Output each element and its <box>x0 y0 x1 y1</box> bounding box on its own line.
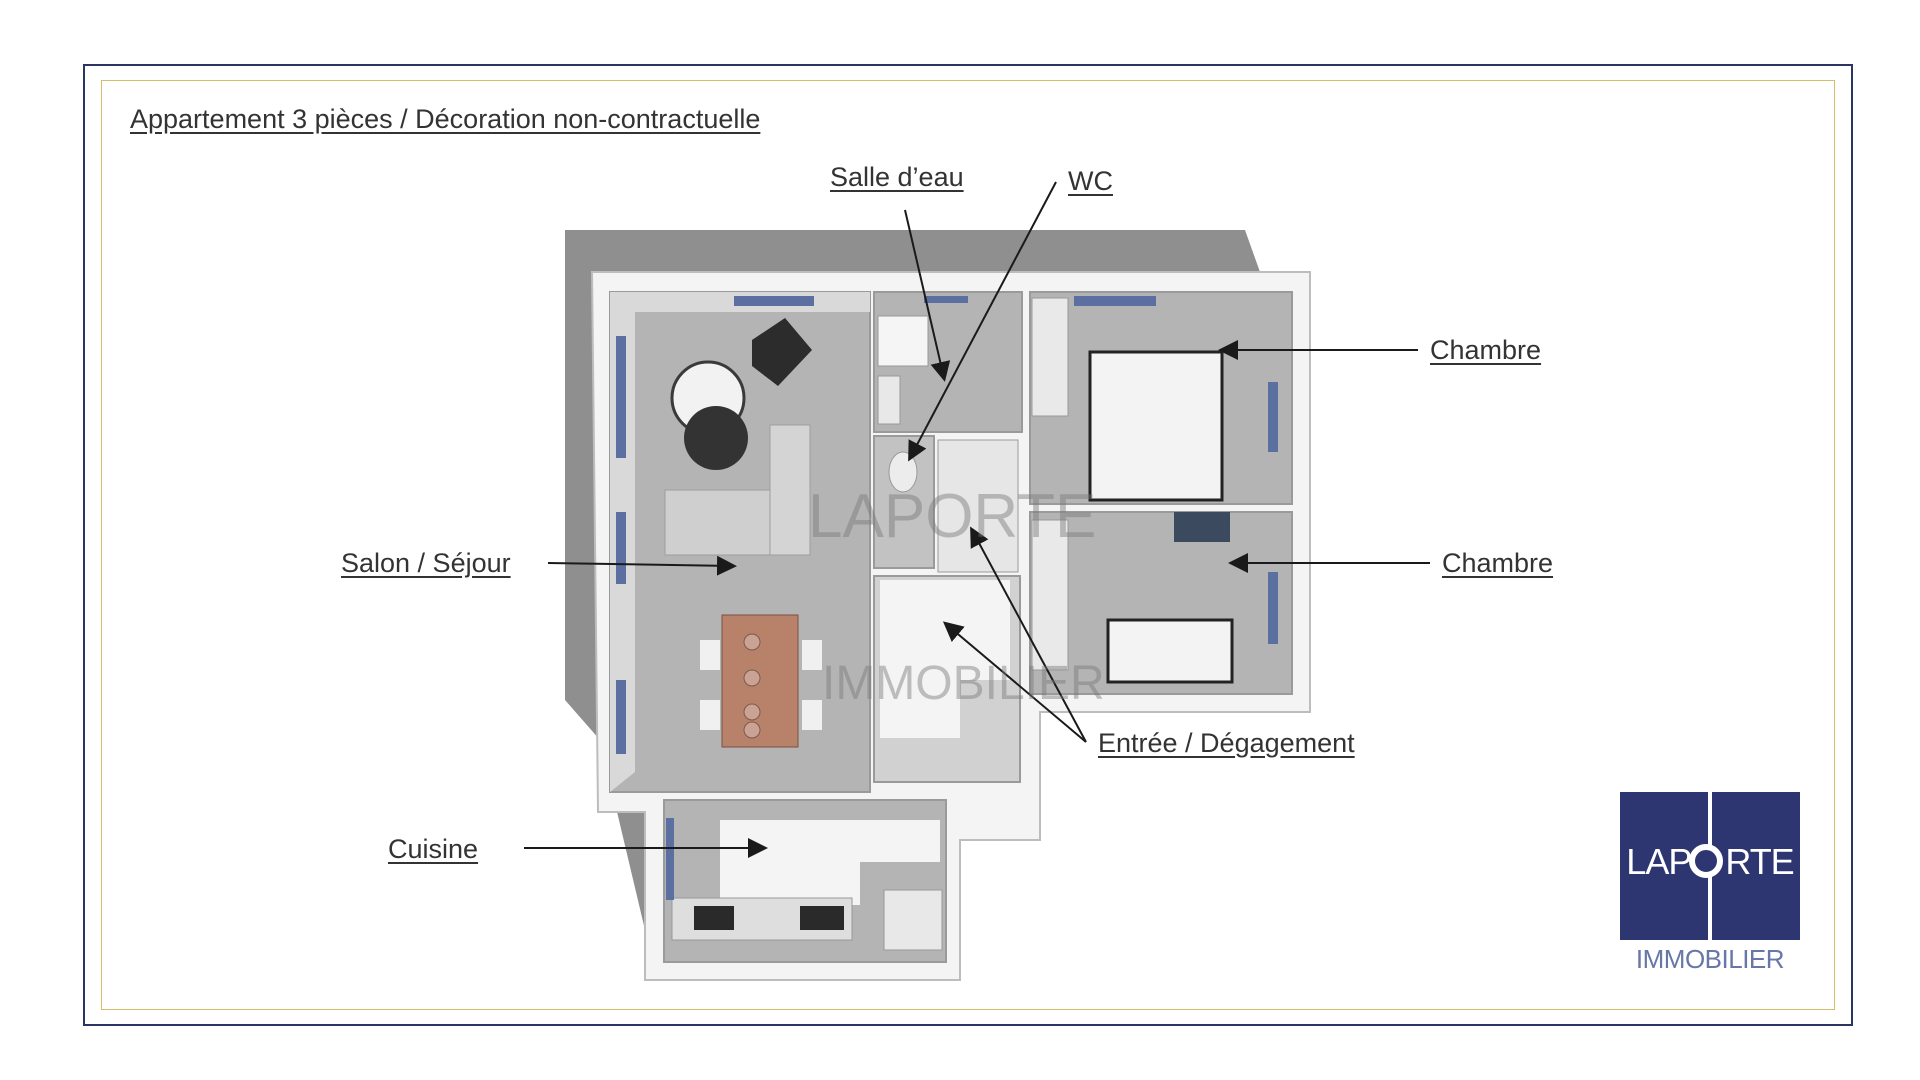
plate <box>743 703 761 721</box>
arrow-salon <box>547 555 737 576</box>
window <box>734 296 814 306</box>
arrow-entree-b <box>942 621 1087 743</box>
laporte-logo: LAP RTE IMMOBILIER <box>1620 792 1800 974</box>
closet <box>937 439 1019 573</box>
ottoman <box>752 318 812 386</box>
plate <box>743 721 761 739</box>
entree-floor-light <box>880 580 1010 738</box>
wardrobe-2 <box>1031 519 1069 671</box>
label-entree-degagement: Entrée / Dégagement <box>1098 728 1355 758</box>
bed-2 <box>1106 618 1234 684</box>
label-wc: WC <box>1068 166 1113 196</box>
label-chambre-1: Chambre <box>1430 335 1542 365</box>
window <box>616 680 626 754</box>
wardrobe-1 <box>1031 297 1069 417</box>
logo-o-ring <box>1689 844 1723 878</box>
window <box>616 336 626 458</box>
logo-subtitle: IMMOBILIER <box>1635 944 1785 974</box>
label-cuisine: Cuisine <box>388 834 479 864</box>
label-salle-eau: Salle d’eau <box>830 162 964 192</box>
shower <box>877 315 929 367</box>
toilet <box>888 451 918 493</box>
inner-frame <box>101 80 1835 1010</box>
chair <box>802 700 822 730</box>
arrow-wc <box>908 181 1057 462</box>
cuisine-floor-light <box>720 820 940 905</box>
logo-wordmark: LAP RTE <box>1620 844 1800 880</box>
window <box>1268 382 1278 452</box>
sofa-chaise <box>769 424 811 556</box>
plate <box>743 633 761 651</box>
watermark-laporte: LAPORTE <box>808 482 1097 551</box>
arrow-salle-eau <box>904 209 951 382</box>
label-chambre-2: Chambre <box>1442 548 1554 578</box>
arrow-entree-a <box>970 526 1087 743</box>
cooktop <box>694 906 734 930</box>
logo-text-left: LAP <box>1626 841 1692 882</box>
round-pouf <box>684 406 748 470</box>
bed-1 <box>1088 350 1224 502</box>
fridge <box>883 889 943 951</box>
plan-title: Appartement 3 pièces / Décoration non-co… <box>130 104 761 134</box>
window <box>666 818 674 900</box>
dining-table <box>721 614 799 748</box>
chair <box>700 700 720 730</box>
sink <box>877 375 901 425</box>
outer-frame <box>83 64 1853 1026</box>
window <box>1268 572 1278 644</box>
label-salon-sejour: Salon / Séjour <box>341 548 511 578</box>
desk <box>1174 512 1230 542</box>
sink-kitchen <box>800 906 844 930</box>
window <box>1074 296 1156 306</box>
plate <box>743 669 761 687</box>
watermark-immobilier: IMMOBILIER <box>822 657 1105 710</box>
chair <box>802 640 822 670</box>
window <box>616 512 626 584</box>
window <box>924 296 968 303</box>
logo-text-right: RTE <box>1725 841 1794 882</box>
chair <box>700 640 720 670</box>
